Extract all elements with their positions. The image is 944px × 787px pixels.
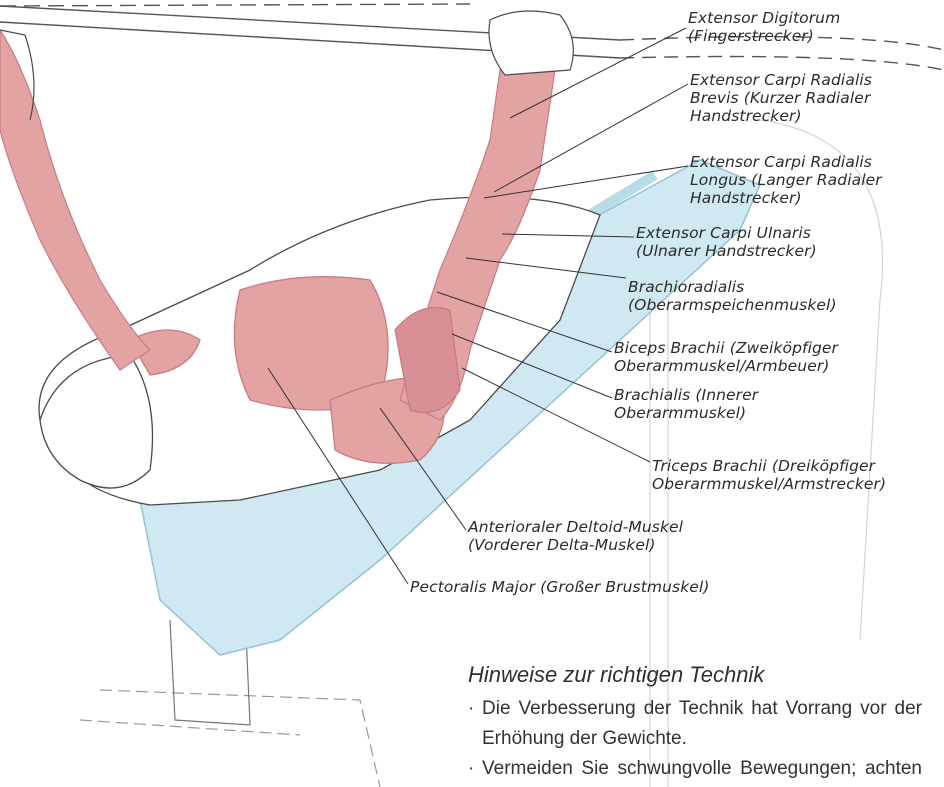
label-line: (Fingerstrecker) xyxy=(688,27,840,45)
label-line: Triceps Brachii (Dreiköpfiger xyxy=(652,457,886,475)
label-extensor-digitorum: Extensor Digitorum (Fingerstrecker) xyxy=(688,9,840,45)
label-line: Extensor Carpi Radialis xyxy=(690,71,872,89)
label-line: Oberarmmuskel/Armbeuer) xyxy=(614,357,838,375)
label-line: Anterioraler Deltoid-Muskel xyxy=(468,518,683,536)
label-line: Brachialis (Innerer xyxy=(614,386,758,404)
label-pectoralis: Pectoralis Major (Großer Brustmuskel) xyxy=(410,578,709,596)
label-brachialis: Brachialis (Innerer Oberarmmuskel) xyxy=(614,386,758,422)
label-line: Pectoralis Major (Großer Brustmuskel) xyxy=(410,578,709,596)
label-ec-ulnaris: Extensor Carpi Ulnaris (Ulnarer Handstre… xyxy=(636,224,817,260)
label-line: Biceps Brachii (Zweiköpfiger xyxy=(614,339,838,357)
label-deltoid: Anterioraler Deltoid-Muskel (Vorderer De… xyxy=(468,518,683,554)
label-line: Handstrecker) xyxy=(690,107,872,125)
tips-title: Hinweise zur richtigen Technik xyxy=(468,662,764,688)
label-line: (Oberarmspeichenmuskel) xyxy=(628,296,837,314)
label-line: Extensor Digitorum xyxy=(688,9,840,27)
label-line: Brachioradialis xyxy=(628,278,837,296)
label-line: Longus (Langer Radialer xyxy=(690,171,882,189)
left-arm xyxy=(0,30,150,370)
tip-line: Vermeiden Sie schwungvolle Bewegungen; a… xyxy=(468,754,922,784)
bullet-icon: · xyxy=(468,694,474,724)
label-line: Extensor Carpi Radialis xyxy=(690,153,882,171)
tip-line: Erhöhung der Gewichte. xyxy=(468,724,928,754)
bullet-icon: · xyxy=(468,754,474,784)
label-line: Brevis (Kurzer Radialer xyxy=(690,89,872,107)
tip-item: · Die Verbesserung der Technik hat Vorra… xyxy=(468,694,928,754)
label-line: Oberarmmuskel/Armstrecker) xyxy=(652,475,886,493)
label-triceps: Triceps Brachii (Dreiköpfiger Oberarmmus… xyxy=(652,457,886,493)
label-line: Extensor Carpi Ulnaris xyxy=(636,224,817,242)
label-line: Handstrecker) xyxy=(690,189,882,207)
label-line: (Ulnarer Handstrecker) xyxy=(636,242,817,260)
tip-item: · Vermeiden Sie schwungvolle Bewegungen;… xyxy=(468,754,928,784)
tip-line: Die Verbesserung der Technik hat Vorrang… xyxy=(468,694,922,724)
label-line: (Vorderer Delta-Muskel) xyxy=(468,536,683,554)
label-ecr-longus: Extensor Carpi Radialis Longus (Langer R… xyxy=(690,153,882,207)
label-line: Oberarmmuskel) xyxy=(614,404,758,422)
label-brachioradialis: Brachioradialis (Oberarmspeichenmuskel) xyxy=(628,278,837,314)
label-biceps: Biceps Brachii (Zweiköpfiger Oberarmmusk… xyxy=(614,339,838,375)
label-ecr-brevis: Extensor Carpi Radialis Brevis (Kurzer R… xyxy=(690,71,872,125)
